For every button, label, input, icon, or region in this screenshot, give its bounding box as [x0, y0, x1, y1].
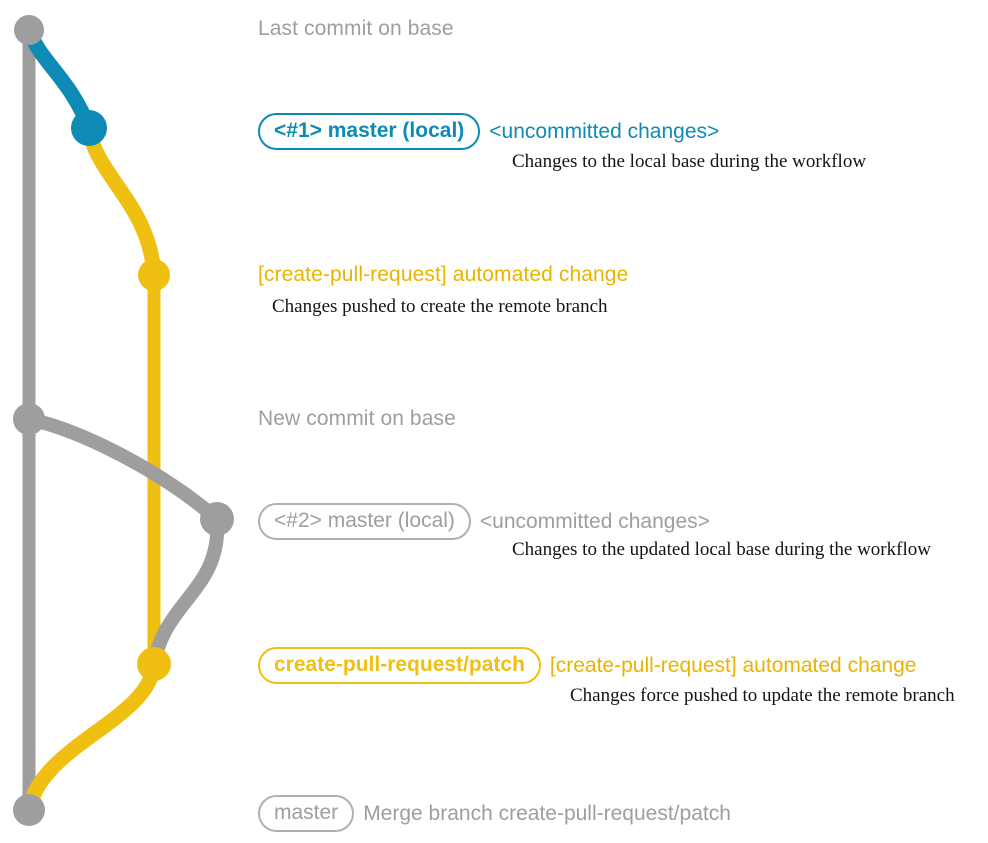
- commit-node-base-commit-last[interactable]: [14, 15, 44, 45]
- commit-message: [create-pull-request] automated change: [549, 653, 917, 677]
- branch-badge-local-1[interactable]: <#1> master (local): [258, 113, 481, 150]
- commit-row-last-commit-on-base: Last commit on base: [258, 17, 454, 41]
- commit-message: <uncommitted changes>: [479, 509, 710, 533]
- branch-badge-create-pull-request-patch[interactable]: create-pull-request/patch: [258, 647, 541, 684]
- commit-headline: [create-pull-request] automated change: [258, 263, 629, 286]
- branch-badge-master[interactable]: master: [258, 795, 355, 832]
- commit-row-automated-change-2: create-pull-request/patch [create-pull-re…: [258, 647, 916, 684]
- commit-node-local-commit-2[interactable]: [200, 502, 234, 536]
- commit-row-automated-change-1: [create-pull-request] automated change: [258, 263, 628, 287]
- commit-node-merge-commit-master[interactable]: [13, 794, 45, 826]
- gray-branch-line-in: [147, 512, 225, 671]
- commit-row-uncommitted-1: <#1> master (local) <uncommitted changes>: [258, 113, 719, 150]
- commit-node-patch-commit-1[interactable]: [138, 259, 170, 291]
- commit-node-base-commit-new[interactable]: [13, 403, 45, 435]
- commit-description-uncommitted-1: Changes to the local base during the wor…: [512, 151, 867, 172]
- commit-row-uncommitted-2: <#2> master (local) <uncommitted changes>: [258, 503, 710, 540]
- commit-row-new-commit-on-base: New commit on base: [258, 407, 456, 431]
- commit-node-local-commit-1[interactable]: [71, 110, 107, 146]
- commit-description-automated-change-1: Changes pushed to create the remote bran…: [272, 296, 608, 317]
- commit-node-patch-commit-2[interactable]: [137, 647, 171, 681]
- commit-message: <uncommitted changes>: [489, 119, 720, 143]
- branch-badge-local-2[interactable]: <#2> master (local): [258, 503, 471, 540]
- gray-branch-line-out: [22, 412, 224, 526]
- commit-description-automated-change-2: Changes force pushed to update the remot…: [570, 685, 955, 706]
- commit-headline: New commit on base: [258, 407, 456, 430]
- commit-message: Merge branch create-pull-request/patch: [363, 801, 731, 825]
- yellow-merge-line: [21, 656, 162, 818]
- commit-headline: Last commit on base: [258, 17, 454, 40]
- commit-row-merge-commit: master Merge branch create-pull-request/p…: [258, 795, 731, 832]
- commit-description-uncommitted-2: Changes to the updated local base during…: [512, 539, 931, 560]
